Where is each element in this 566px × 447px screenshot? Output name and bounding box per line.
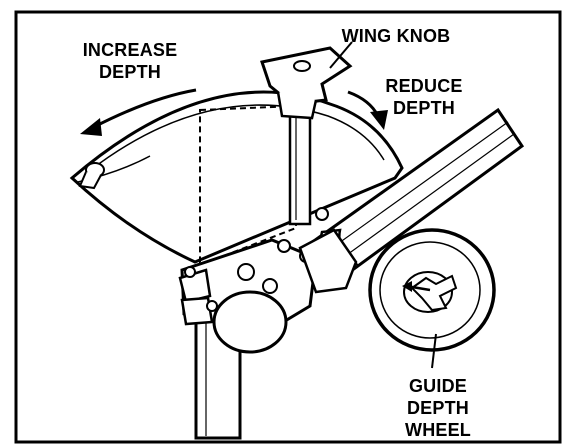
bolt (206, 300, 218, 312)
guard-rivet (78, 162, 105, 190)
wing-knob-leader (329, 41, 353, 69)
guide-depth-wheel[interactable] (368, 228, 496, 352)
increase-depth-arrow (80, 88, 197, 136)
label-increase-line2: DEPTH (99, 62, 161, 82)
label-guide-line2: DEPTH (407, 398, 469, 418)
label-guide-line1: GUIDE (409, 376, 467, 396)
label-reduce-line1: REDUCE (385, 76, 462, 96)
bolt (184, 266, 196, 278)
bolt (237, 263, 255, 281)
diagram-border (14, 10, 562, 444)
wing-knob[interactable] (260, 46, 353, 120)
clamp-assembly (178, 207, 358, 354)
label-guide-line3: WHEEL (405, 420, 471, 440)
label-increase-line1: INCREASE (83, 40, 178, 60)
label-wing-knob: WING KNOB (342, 26, 451, 46)
bolt (277, 239, 291, 253)
label-reduce-line2: DEPTH (393, 98, 455, 118)
motor-cap (212, 290, 288, 354)
bolt (315, 207, 329, 221)
bolt (262, 278, 278, 294)
depth-post (288, 106, 312, 226)
blade-guard (69, 90, 404, 264)
guide-wheel-leader (431, 333, 437, 369)
wheel-wing-nut (410, 274, 458, 312)
reduce-depth-arrow (347, 90, 388, 130)
